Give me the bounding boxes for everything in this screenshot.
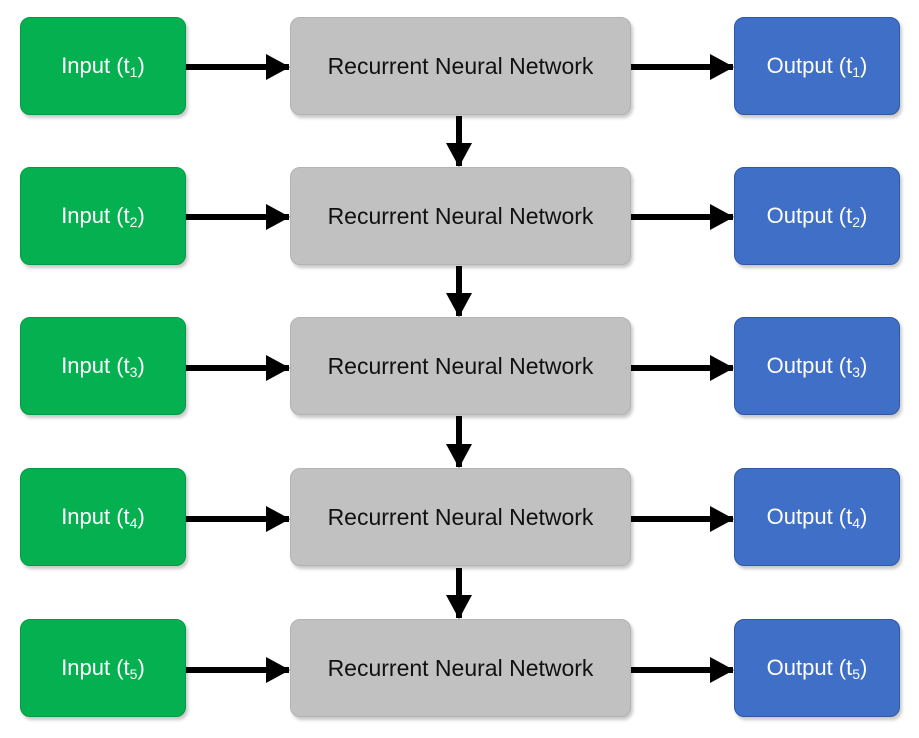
- input-label: Input (t4): [61, 504, 145, 531]
- output-node-t4: Output (t4): [734, 468, 900, 566]
- rnn-node-t4: Recurrent Neural Network: [290, 468, 631, 566]
- arrow-rnn-to-output-t4: [631, 506, 734, 532]
- arrow-rnn-to-output-t2: [631, 204, 734, 230]
- arrow-input-to-rnn-t1: [186, 54, 290, 80]
- rnn-label: Recurrent Neural Network: [327, 202, 594, 229]
- input-node-t2: Input (t2): [20, 167, 186, 265]
- rnn-label: Recurrent Neural Network: [327, 52, 594, 79]
- input-label: Input (t2): [61, 203, 145, 230]
- rnn-node-t5: Recurrent Neural Network: [290, 619, 631, 717]
- output-label: Output (t1): [766, 53, 868, 80]
- input-label: Input (t1): [61, 53, 145, 80]
- output-label: Output (t5): [766, 655, 868, 682]
- arrow-rnn-to-output-t5: [631, 657, 734, 683]
- arrow-rnn-t2-to-t3: [446, 266, 472, 317]
- arrow-rnn-t4-to-t5: [446, 568, 472, 619]
- output-node-t3: Output (t3): [734, 317, 900, 415]
- input-node-t4: Input (t4): [20, 468, 186, 566]
- output-label: Output (t2): [766, 203, 868, 230]
- output-node-t2: Output (t2): [734, 167, 900, 265]
- rnn-node-t3: Recurrent Neural Network: [290, 317, 631, 415]
- arrow-rnn-t1-to-t2: [446, 116, 472, 167]
- output-node-t1: Output (t1): [734, 17, 900, 115]
- rnn-node-t1: Recurrent Neural Network: [290, 17, 631, 115]
- rnn-label: Recurrent Neural Network: [327, 654, 594, 681]
- rnn-label: Recurrent Neural Network: [327, 352, 594, 379]
- rnn-label: Recurrent Neural Network: [327, 503, 594, 530]
- input-node-t3: Input (t3): [20, 317, 186, 415]
- rnn-node-t2: Recurrent Neural Network: [290, 167, 631, 265]
- output-label: Output (t4): [766, 504, 868, 531]
- arrow-input-to-rnn-t5: [186, 657, 290, 683]
- output-label: Output (t3): [766, 353, 868, 380]
- arrow-input-to-rnn-t4: [186, 506, 290, 532]
- output-node-t5: Output (t5): [734, 619, 900, 717]
- input-node-t5: Input (t5): [20, 619, 186, 717]
- input-label: Input (t3): [61, 353, 145, 380]
- arrow-input-to-rnn-t2: [186, 204, 290, 230]
- arrow-input-to-rnn-t3: [186, 355, 290, 381]
- input-node-t1: Input (t1): [20, 17, 186, 115]
- input-label: Input (t5): [61, 655, 145, 682]
- arrow-rnn-to-output-t1: [631, 54, 734, 80]
- arrow-rnn-to-output-t3: [631, 355, 734, 381]
- arrow-rnn-t3-to-t4: [446, 416, 472, 468]
